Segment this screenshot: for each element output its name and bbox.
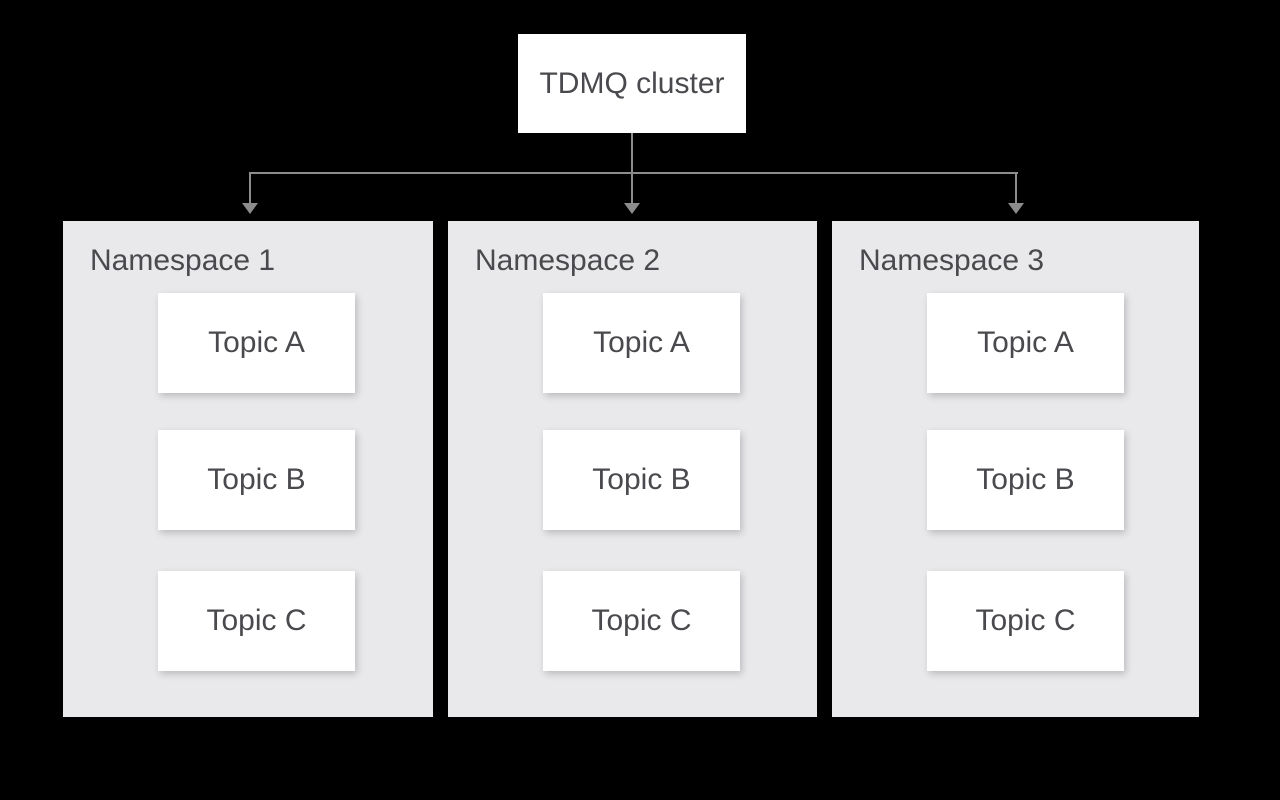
topic-node: Topic B (543, 430, 740, 530)
topic-node: Topic A (158, 293, 355, 393)
topic-node: Topic C (543, 571, 740, 671)
topic-label: Topic A (977, 326, 1074, 359)
topic-label: Topic A (593, 326, 690, 359)
topic-node: Topic C (158, 571, 355, 671)
connector-drop-left (249, 174, 251, 204)
topic-label: Topic B (976, 463, 1075, 496)
namespace-panel-3: Namespace 3 Topic A Topic B Topic C (832, 221, 1199, 717)
topic-node: Topic B (927, 430, 1124, 530)
topic-label: Topic B (592, 463, 691, 496)
namespace-title: Namespace 2 (475, 244, 661, 277)
topic-label: Topic C (206, 604, 307, 637)
namespace-title: Namespace 1 (90, 244, 276, 277)
connector-stem (631, 133, 633, 174)
topic-node: Topic C (927, 571, 1124, 671)
namespace-panel-2: Namespace 2 Topic A Topic B Topic C (448, 221, 817, 717)
arrow-down-icon (624, 203, 640, 214)
topic-label: Topic C (591, 604, 692, 637)
topic-label: Topic A (208, 326, 305, 359)
connector-horizontal (249, 172, 1018, 174)
topic-label: Topic C (975, 604, 1076, 637)
arrow-down-icon (1008, 203, 1024, 214)
topic-node: Topic B (158, 430, 355, 530)
namespace-panel-1: Namespace 1 Topic A Topic B Topic C (63, 221, 433, 717)
cluster-node: TDMQ cluster (518, 34, 746, 133)
arrow-down-icon (242, 203, 258, 214)
cluster-label: TDMQ cluster (539, 66, 725, 100)
topic-label: Topic B (207, 463, 306, 496)
topic-node: Topic A (543, 293, 740, 393)
topic-node: Topic A (927, 293, 1124, 393)
namespace-title: Namespace 3 (859, 244, 1045, 277)
connector-drop-right (1015, 174, 1017, 204)
connector-drop-middle (631, 174, 633, 204)
